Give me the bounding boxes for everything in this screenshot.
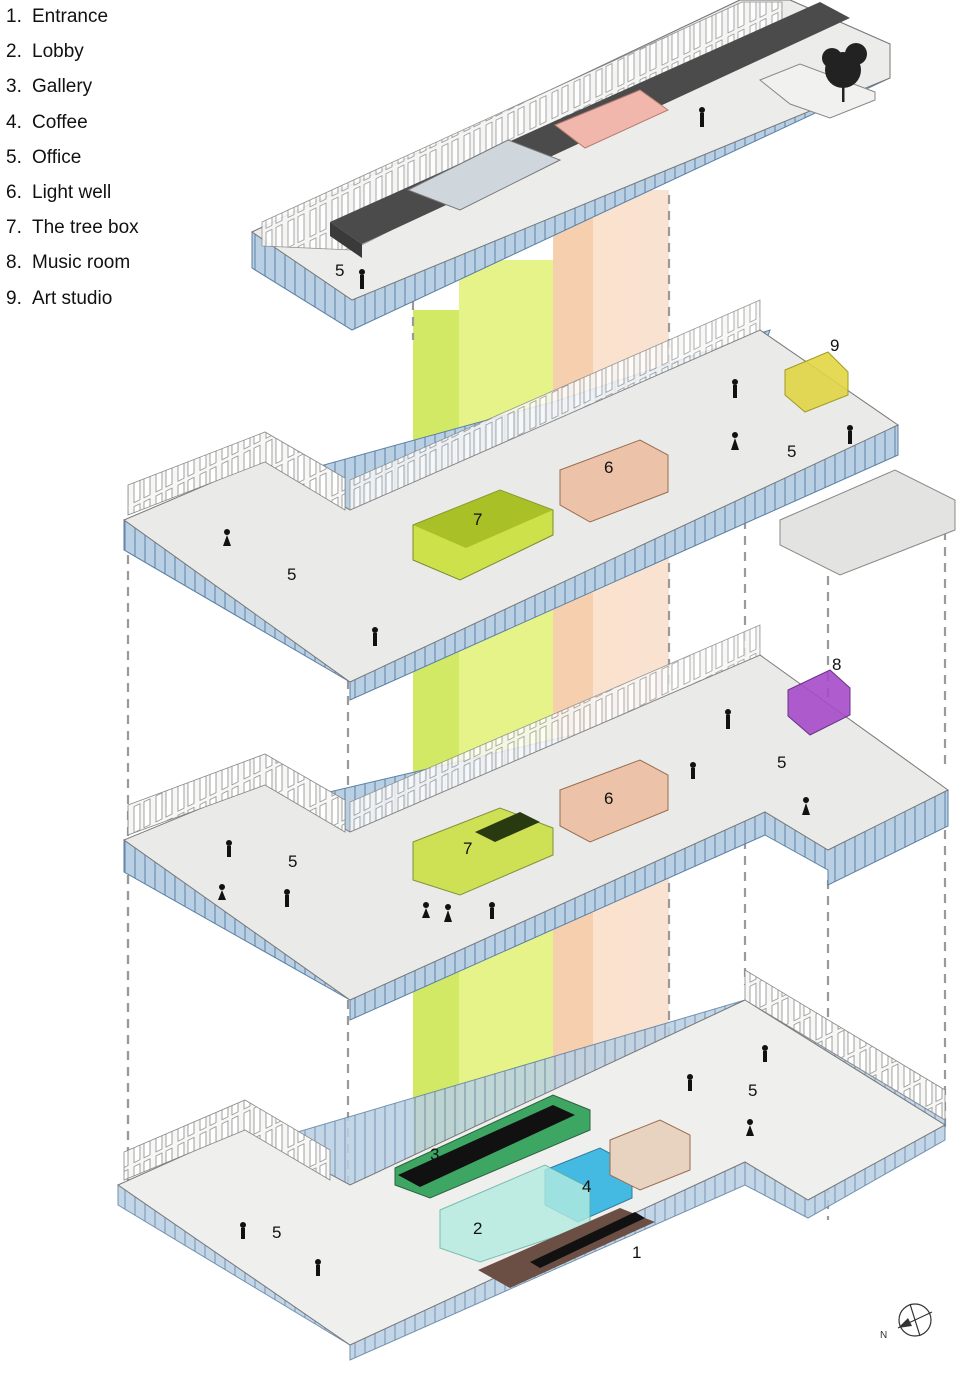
person-icon	[359, 107, 705, 289]
label-music-room: 8	[832, 655, 841, 674]
legend-item-office: 5.Office	[6, 146, 82, 168]
person-icons	[218, 379, 853, 1276]
person-icon	[746, 1119, 754, 1136]
l3-tree-box-top	[413, 490, 553, 548]
label-roof-office: 5	[335, 261, 344, 280]
legend-item-lobby: 2.Lobby	[6, 41, 84, 63]
g-parapet-left	[123, 1099, 331, 1181]
legend-item-coffee: 4.Coffee	[6, 111, 88, 133]
art-studio	[784, 351, 849, 413]
ground-level: 3 4 2 1 5 5	[116, 969, 946, 1361]
l3-parapet-mid	[349, 299, 761, 511]
label-l2-office-right: 5	[777, 753, 786, 772]
person-icon	[731, 432, 739, 450]
person-icon	[847, 425, 853, 444]
legend-item-gallery: 3.Gallery	[6, 76, 93, 98]
legend-item-light-well: 6.Light well	[6, 181, 112, 203]
gallery-top	[398, 1105, 575, 1187]
person-icon	[732, 379, 738, 398]
level-3: 9 6 7 5 5	[122, 299, 956, 701]
roof-skylight	[406, 139, 562, 211]
person-icon	[690, 762, 696, 779]
person-icon	[725, 709, 731, 729]
label-l3-office-right: 5	[787, 442, 796, 461]
label-g-office-left: 5	[272, 1223, 281, 1242]
tree-icon	[822, 43, 867, 102]
person-icon	[240, 1222, 246, 1239]
entrance-threshold	[530, 1212, 645, 1268]
roof-dark-band-front	[330, 222, 362, 258]
person-icon	[489, 902, 495, 919]
roof-level: 5	[250, 0, 891, 331]
person-icon	[802, 797, 810, 815]
roof-slab	[250, 0, 891, 301]
legend: 1.Entrance 2.Lobby 3.Gallery 4.Coffee 5.…	[6, 2, 139, 319]
level-2: 8 5 6 7 5	[122, 624, 949, 1021]
person-icon	[223, 529, 231, 546]
label-l3-office-left: 5	[287, 565, 296, 584]
person-icon	[444, 904, 452, 922]
label-entrance: 1	[632, 1243, 641, 1262]
label-gallery: 3	[430, 1145, 439, 1164]
person-icon	[315, 1259, 321, 1276]
label-l2-tree-box: 7	[463, 839, 472, 858]
label-l2-office-left: 5	[288, 852, 297, 871]
legend-item-entrance: 1.Entrance	[6, 6, 109, 27]
l3-light-well	[559, 439, 669, 523]
l2-tree-box-top	[475, 812, 540, 842]
label-g-office-right: 5	[748, 1081, 757, 1100]
roof-balcony	[759, 63, 876, 119]
person-icon	[218, 884, 226, 900]
label-art-studio: 9	[830, 336, 839, 355]
void-orange-dark	[553, 215, 593, 1155]
l2-parapet-back	[127, 753, 346, 836]
l3-extension	[779, 469, 956, 576]
music-room	[787, 669, 851, 736]
label-l3-light-well: 6	[604, 458, 613, 477]
l2-light-well	[559, 759, 669, 843]
north-compass-icon: N	[880, 1303, 933, 1341]
compass-north-label: N	[880, 1330, 887, 1341]
person-icon	[422, 902, 430, 918]
label-lobby: 2	[473, 1219, 482, 1238]
g-courtyard	[609, 1119, 691, 1191]
person-icon	[284, 889, 290, 907]
legend-item-music-room: 8.Music room	[6, 252, 131, 274]
legend-item-tree-box: 7.The tree box	[6, 217, 139, 239]
legend-item-art-studio: 9.Art studio	[6, 287, 113, 309]
l3-parapet-back	[127, 431, 346, 516]
label-l2-light-well: 6	[604, 789, 613, 808]
roof-pink-court	[554, 89, 669, 149]
person-icon	[372, 627, 378, 646]
label-coffee: 4	[582, 1177, 591, 1196]
g-parapet-right	[744, 969, 946, 1121]
person-icon	[687, 1074, 693, 1091]
l2-parapet-mid	[349, 624, 761, 833]
person-icon	[226, 840, 232, 857]
label-l3-tree-box: 7	[473, 510, 482, 529]
person-icon	[762, 1045, 768, 1062]
